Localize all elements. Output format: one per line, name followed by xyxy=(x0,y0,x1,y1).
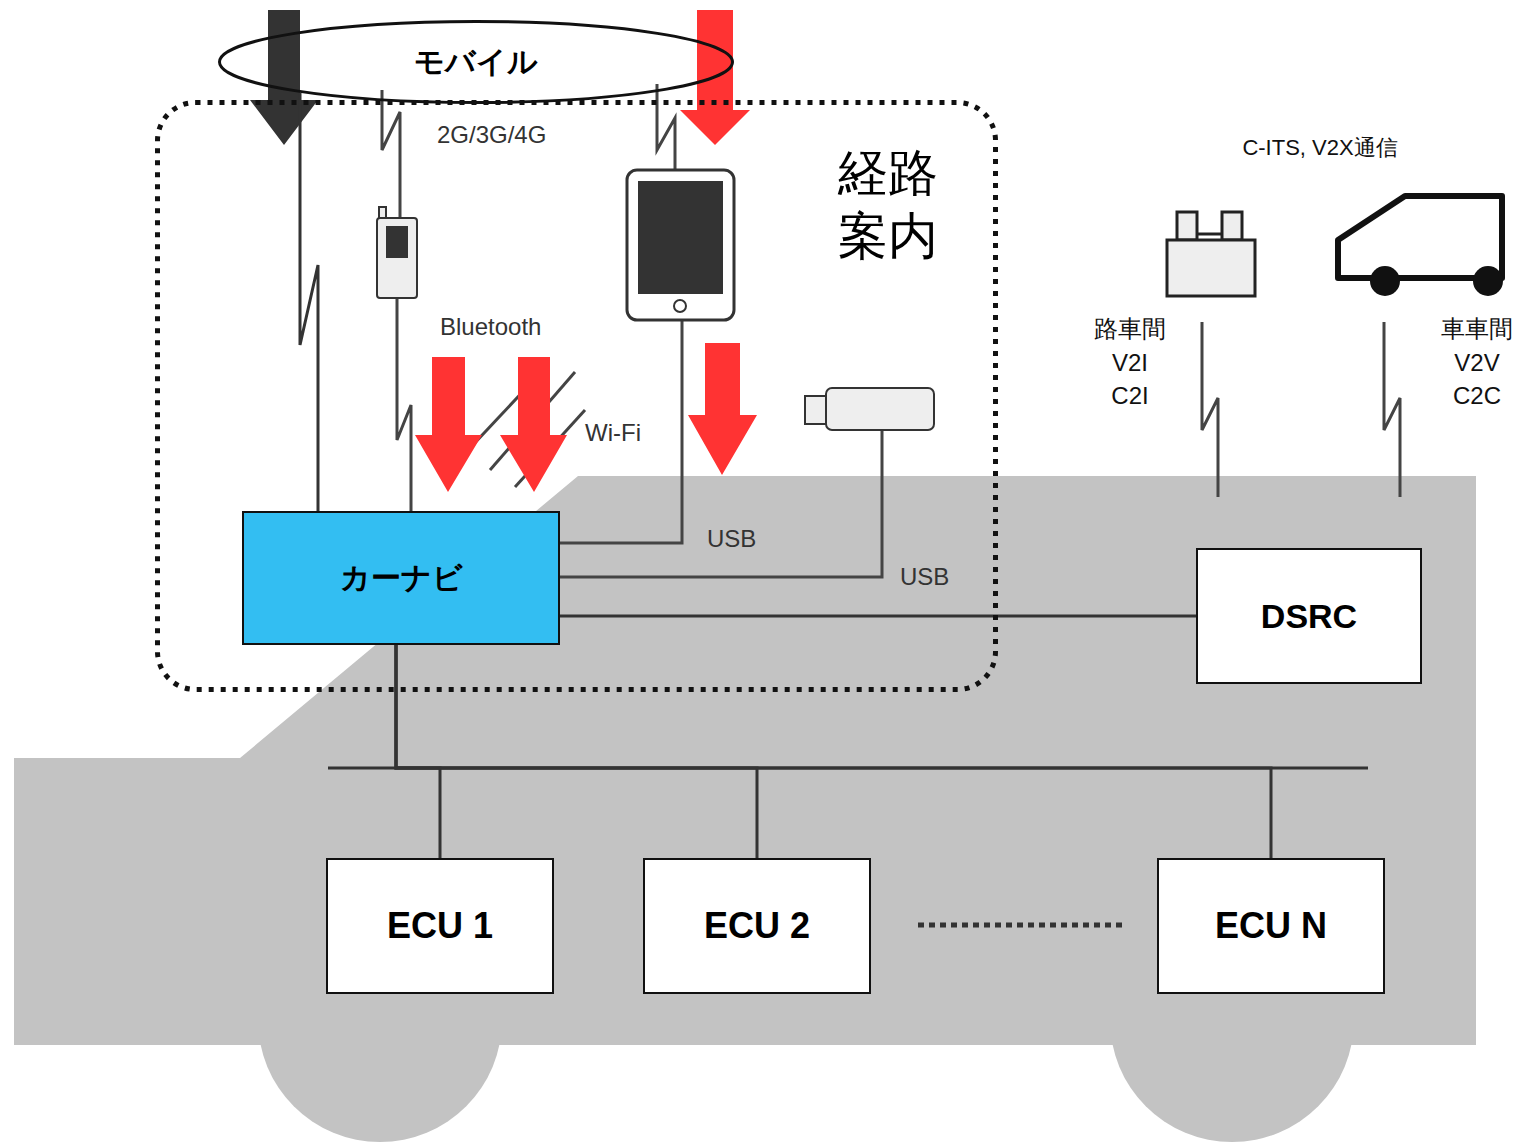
tablet-screen xyxy=(638,181,723,294)
text-label: USB xyxy=(900,562,949,592)
phone-body xyxy=(377,218,417,298)
node-label: ECU 1 xyxy=(387,904,493,947)
label-slot: USB xyxy=(900,562,949,592)
red-arrow xyxy=(500,357,567,492)
node-label: ECU 2 xyxy=(704,904,810,947)
text-label: USB xyxy=(707,524,756,554)
text-label: C-ITS, V2X通信 xyxy=(1242,134,1397,162)
region-title: 経路 案内 xyxy=(838,142,938,267)
process-box: DSRC xyxy=(1196,548,1422,684)
red-arrow xyxy=(415,357,482,492)
node-label: ECU N xyxy=(1215,904,1327,947)
wireless-wire xyxy=(397,298,411,511)
flow-arrows xyxy=(250,10,757,492)
tablet-body xyxy=(627,170,734,320)
wireless-links xyxy=(382,84,1400,577)
usb-stick-icon xyxy=(805,388,934,430)
label-slot: 路車間 V2I C2I xyxy=(1094,312,1166,413)
vehicle-wheel xyxy=(1473,266,1503,296)
label-slot: 2G/3G/4G xyxy=(437,120,546,150)
tablet-icon xyxy=(627,170,734,320)
process-box: ECU N xyxy=(1157,858,1385,994)
label-slot: 車車間 V2V C2C xyxy=(1441,312,1513,413)
roadside-unit-icon xyxy=(1167,212,1255,296)
vehicle-outline xyxy=(1338,196,1502,278)
network-oval: モバイル xyxy=(218,20,734,104)
rsu-box xyxy=(1167,240,1255,296)
node-label: カーナビ xyxy=(340,560,463,596)
node-label: DSRC xyxy=(1261,596,1357,637)
oval-outline xyxy=(220,22,733,103)
connector-line xyxy=(396,645,440,858)
connector-line xyxy=(396,645,757,858)
node-label: モバイル xyxy=(414,44,538,80)
car-silhouette xyxy=(14,476,1476,1045)
process-box: ECU 2 xyxy=(643,858,871,994)
label-slot: Bluetooth xyxy=(440,312,541,342)
usb-wire xyxy=(560,320,682,543)
tablet-button xyxy=(674,300,686,312)
text-label: Bluetooth xyxy=(440,312,541,342)
label-slot: C-ITS, V2X通信 xyxy=(1242,134,1397,162)
rsu-antenna xyxy=(1222,212,1242,240)
usb-body xyxy=(826,388,934,430)
group-region: 経路 案内カーナビ xyxy=(155,100,998,692)
ellipsis-dots xyxy=(918,923,1127,928)
rsu-bar xyxy=(1197,233,1222,236)
vehicle-wheel xyxy=(1370,266,1400,296)
text-label: 車車間 V2V C2C xyxy=(1441,312,1513,413)
process-box: ECU 1 xyxy=(326,858,554,994)
connector-line xyxy=(560,615,1196,618)
wireless-wire xyxy=(1384,322,1400,497)
text-label: Wi-Fi xyxy=(585,418,641,448)
text-label: 路車間 V2I C2I xyxy=(1094,312,1166,413)
label-slot: Wi-Fi xyxy=(585,418,641,448)
phone-screen xyxy=(386,226,408,258)
text-label: 2G/3G/4G xyxy=(437,120,546,150)
phone-icon xyxy=(377,207,417,298)
label-slot: USB xyxy=(707,524,756,554)
red-arrow xyxy=(688,343,757,475)
process-box: カーナビ xyxy=(242,511,560,645)
connector-line xyxy=(300,93,318,511)
wireless-wire xyxy=(657,84,675,170)
connector-line xyxy=(396,645,1271,858)
rsu-antenna xyxy=(1177,212,1197,240)
vehicle-icon xyxy=(1338,196,1503,296)
wireless-wire xyxy=(1202,322,1218,497)
wireless-wire xyxy=(382,90,400,218)
dotted-region-outline xyxy=(158,103,996,690)
